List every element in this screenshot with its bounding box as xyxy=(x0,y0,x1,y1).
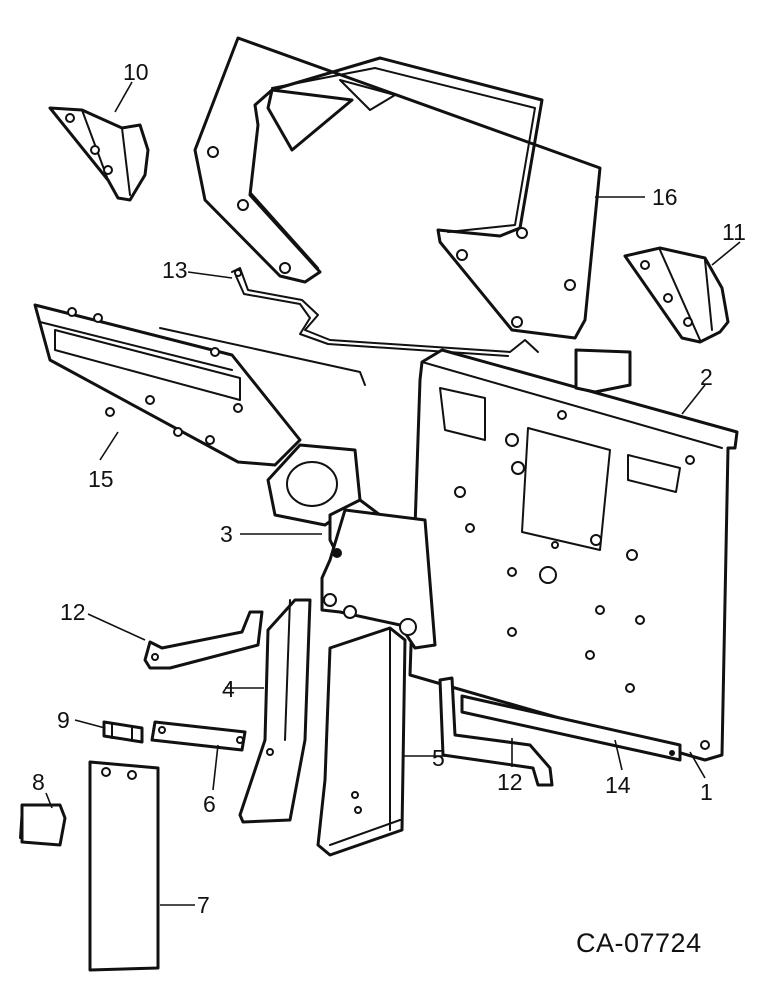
callout-13: 13 xyxy=(162,257,188,283)
part-9-clip xyxy=(102,720,144,744)
callout-3: 3 xyxy=(220,521,233,547)
part-12-bracket-left xyxy=(143,610,264,670)
part-8-cap xyxy=(19,803,67,847)
callout-labels: 10 16 11 13 2 15 3 12 4 9 8 6 5 12 14 1 … xyxy=(32,59,746,918)
callout-11: 11 xyxy=(722,219,746,245)
part-5-side-panel xyxy=(316,626,407,857)
callout-2: 2 xyxy=(700,364,713,390)
drawing-id: CA-07724 xyxy=(576,928,702,958)
callout-14: 14 xyxy=(605,772,631,798)
part-13-rod xyxy=(231,267,539,357)
part-15-shroud xyxy=(33,303,366,467)
callout-15: 15 xyxy=(88,466,114,492)
part-14-rod-bar xyxy=(460,694,682,762)
callout-4: 4 xyxy=(222,676,235,702)
callout-12-left: 12 xyxy=(60,599,86,625)
part-10-bracket xyxy=(48,106,150,202)
callout-16: 16 xyxy=(652,184,678,210)
part-6-strip xyxy=(150,720,247,752)
leader-lines xyxy=(45,81,741,906)
callout-6: 6 xyxy=(203,791,216,817)
callout-8: 8 xyxy=(32,769,45,795)
part-16-hood-frame xyxy=(193,36,602,340)
part-4-side-panel xyxy=(238,598,312,824)
part-12-bracket-right xyxy=(438,676,554,787)
part-3-column xyxy=(266,443,437,650)
callout-5: 5 xyxy=(432,745,445,771)
callout-10: 10 xyxy=(123,59,149,85)
callout-7: 7 xyxy=(197,892,210,918)
part-7-plate xyxy=(88,760,160,972)
callout-12-right: 12 xyxy=(497,769,523,795)
callout-1: 1 xyxy=(700,779,713,805)
part-11-bracket xyxy=(623,246,730,344)
callout-9: 9 xyxy=(57,707,70,733)
part-1-2-main-plate xyxy=(408,348,739,762)
